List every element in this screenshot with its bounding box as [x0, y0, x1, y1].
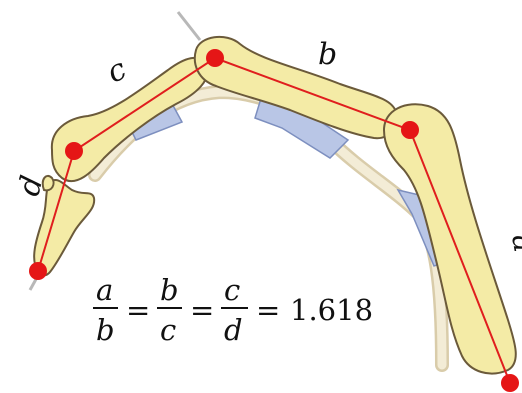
golden-ratio-equation: a b = b c = c d = 1.618 [93, 273, 373, 347]
equals-3: = [256, 293, 280, 327]
frac2-denominator: c [160, 313, 176, 347]
needle-top [178, 12, 200, 40]
label-b: b [318, 37, 337, 72]
frac3-numerator: c [224, 273, 240, 307]
point-dip-joint [65, 142, 83, 160]
equals-1: = [126, 293, 150, 327]
frac2-numerator: b [160, 273, 179, 307]
point-mcp-joint [401, 121, 419, 139]
metacarpal [384, 104, 516, 373]
label-a: a [504, 231, 522, 255]
point-wrist [501, 374, 519, 392]
frac1-numerator: a [96, 273, 113, 307]
golden-ratio-value: 1.618 [290, 293, 373, 327]
frac3-denominator: d [224, 313, 243, 347]
frac1-denominator: b [96, 313, 115, 347]
label-c: c [102, 52, 132, 91]
point-fingertip [29, 262, 47, 280]
equals-2: = [190, 293, 214, 327]
point-pip-joint [206, 49, 224, 67]
middle-phalanx [52, 58, 207, 181]
